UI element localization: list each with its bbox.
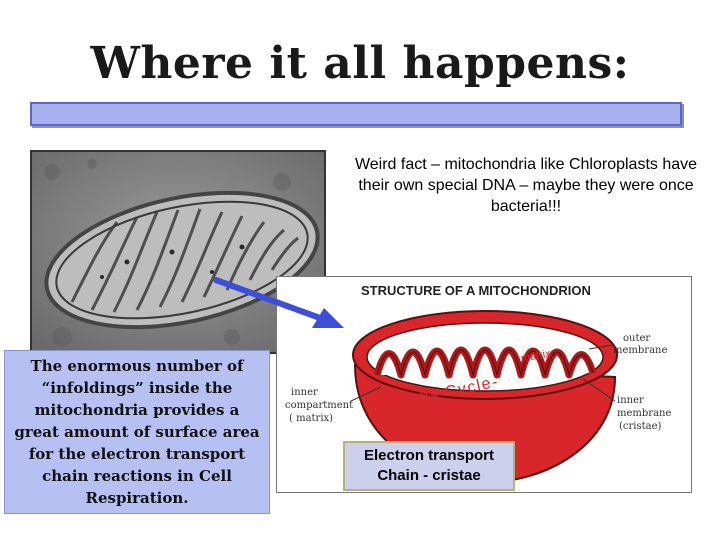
matrix-label: matrix	[520, 348, 552, 365]
weird-fact-text: Weird fact – mitochondria like Chloropla…	[354, 156, 698, 215]
slide-title: Where it all happens:	[90, 38, 630, 89]
inner-membrane-label-line1: inner	[617, 395, 644, 406]
outer-membrane-label-line1: outer	[623, 333, 650, 344]
electron-transport-box: Electron transport Chain - cristae	[343, 441, 515, 491]
mitochondria-micrograph-image	[30, 150, 326, 354]
inner-compartment-label-line3: ( matrix)	[289, 413, 333, 424]
inner-compartment-label-line2: compartment	[285, 400, 353, 411]
electron-transport-line1: Electron transport	[363, 447, 495, 464]
infoldings-caption-box: The enormous number of “infoldings” insi…	[4, 350, 270, 514]
title-underline-bar	[30, 102, 682, 126]
inner-membrane-label-line2: membrane	[617, 408, 671, 419]
inner-compartment-label-line1: inner	[291, 387, 318, 398]
pointer-arrow	[213, 277, 344, 328]
outer-membrane-label-line2: membrane	[613, 345, 667, 356]
inner-membrane-label-line3: (cristae)	[619, 421, 662, 432]
inner-compartment-pointer	[350, 386, 382, 402]
electron-transport-line2: Chain - cristae	[377, 467, 481, 484]
diagram-heading: STRUCTURE OF A MITOCHONDRION	[361, 283, 591, 298]
outer-membrane-pointer	[588, 344, 614, 350]
inner-membrane-pointer	[582, 378, 616, 402]
infoldings-caption-text: The enormous number of “infoldings” insi…	[14, 357, 260, 507]
